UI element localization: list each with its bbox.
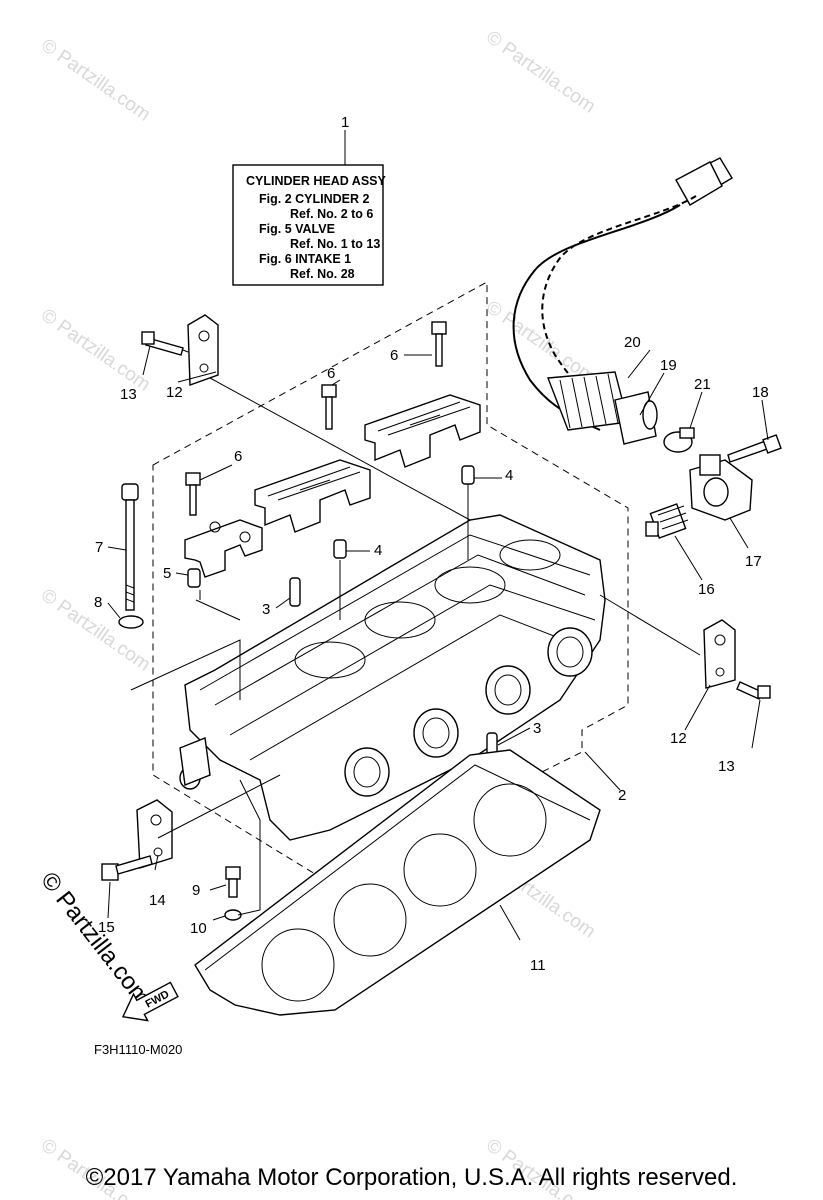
bracket-12 — [703, 619, 736, 689]
assembly-boundary — [152, 281, 629, 881]
assembly-line: Ref. No. 28 — [290, 267, 355, 281]
callout-19: 19 — [660, 357, 677, 374]
camshaft-cap-rear — [364, 394, 481, 468]
callout-9: 9 — [192, 882, 200, 899]
bracket-12 — [187, 314, 219, 386]
callout-14: 14 — [149, 892, 166, 909]
head-gasket — [194, 749, 601, 1016]
watermark-text: © Partzilla.com — [37, 305, 154, 396]
bolt-13 — [736, 681, 771, 700]
bolt-13 — [141, 331, 184, 356]
callout-labels: 1 2 3 3 4 4 5 6 6 6 7 8 9 10 11 12 12 13… — [94, 114, 769, 974]
assembly-title: CYLINDER HEAD ASSY — [246, 174, 386, 188]
dowel-pin-5 — [187, 568, 201, 588]
washer-8 — [118, 615, 144, 629]
watermark-text: © Partzilla.com — [37, 35, 154, 126]
copyright-notice: ©2017 Yamaha Motor Corporation, U.S.A. A… — [85, 1164, 738, 1191]
dowel-pin-4 — [461, 465, 475, 485]
callout-6: 6 — [390, 347, 398, 364]
washer-10 — [224, 909, 242, 921]
watermark-text-dark: © Partzilla.com — [35, 867, 156, 1011]
callout-18: 18 — [752, 384, 769, 401]
callout-20: 20 — [624, 334, 641, 351]
callout-4: 4 — [505, 467, 513, 484]
callout-13: 13 — [718, 758, 735, 775]
callout-2: 2 — [618, 787, 626, 804]
callout-6: 6 — [327, 365, 335, 382]
assembly-line: Ref. No. 2 to 6 — [290, 207, 373, 221]
bolt-6 — [431, 321, 447, 367]
cylinder-head — [179, 514, 606, 841]
bracket-14 — [136, 799, 173, 869]
pin-3 — [289, 577, 301, 607]
figure-code: F3H1110-M020 — [94, 1042, 183, 1057]
camshaft-cap-small — [184, 519, 263, 578]
assembly-line: Fig. 5 VALVE — [259, 222, 335, 236]
assembly-line: Fig. 2 CYLINDER 2 — [259, 192, 369, 206]
callout-7: 7 — [95, 539, 103, 556]
callout-12: 12 — [670, 730, 687, 747]
callout-3: 3 — [262, 601, 270, 618]
watermark-text: © Partzilla.com — [482, 27, 599, 118]
assembly-line: Fig. 6 INTAKE 1 — [259, 252, 351, 266]
head-bolt-7 — [121, 483, 139, 611]
callout-1: 1 — [341, 114, 349, 131]
callout-12: 12 — [166, 384, 183, 401]
watermark-text: © Partzilla.com — [482, 297, 599, 388]
callout-17: 17 — [745, 553, 762, 570]
intake-hose — [512, 157, 733, 445]
bolt-18 — [727, 434, 782, 463]
fitting-17 — [689, 454, 753, 521]
callout-13: 13 — [120, 386, 137, 403]
callout-16: 16 — [698, 581, 715, 598]
dowel-pin-4 — [333, 539, 347, 559]
assembly-reference-box: CYLINDER HEAD ASSY Fig. 2 CYLINDER 2 Ref… — [232, 130, 386, 286]
callout-15: 15 — [98, 919, 115, 936]
callout-10: 10 — [190, 920, 207, 937]
assembly-line: Ref. No. 1 to 13 — [290, 237, 380, 251]
callout-3: 3 — [533, 720, 541, 737]
bolt-6 — [185, 472, 201, 516]
callout-5: 5 — [163, 565, 171, 582]
callout-6: 6 — [234, 448, 242, 465]
callout-11: 11 — [530, 957, 546, 974]
bolt-9 — [225, 866, 241, 898]
bolt-15 — [101, 855, 153, 881]
callout-4: 4 — [374, 542, 382, 559]
bolt-6 — [321, 384, 337, 430]
hose-clamp — [663, 427, 695, 453]
callout-8: 8 — [94, 594, 102, 611]
sensor-16 — [645, 503, 689, 539]
camshaft-cap-front — [254, 459, 371, 533]
callout-21: 21 — [694, 376, 711, 393]
leader-lines — [107, 345, 769, 941]
